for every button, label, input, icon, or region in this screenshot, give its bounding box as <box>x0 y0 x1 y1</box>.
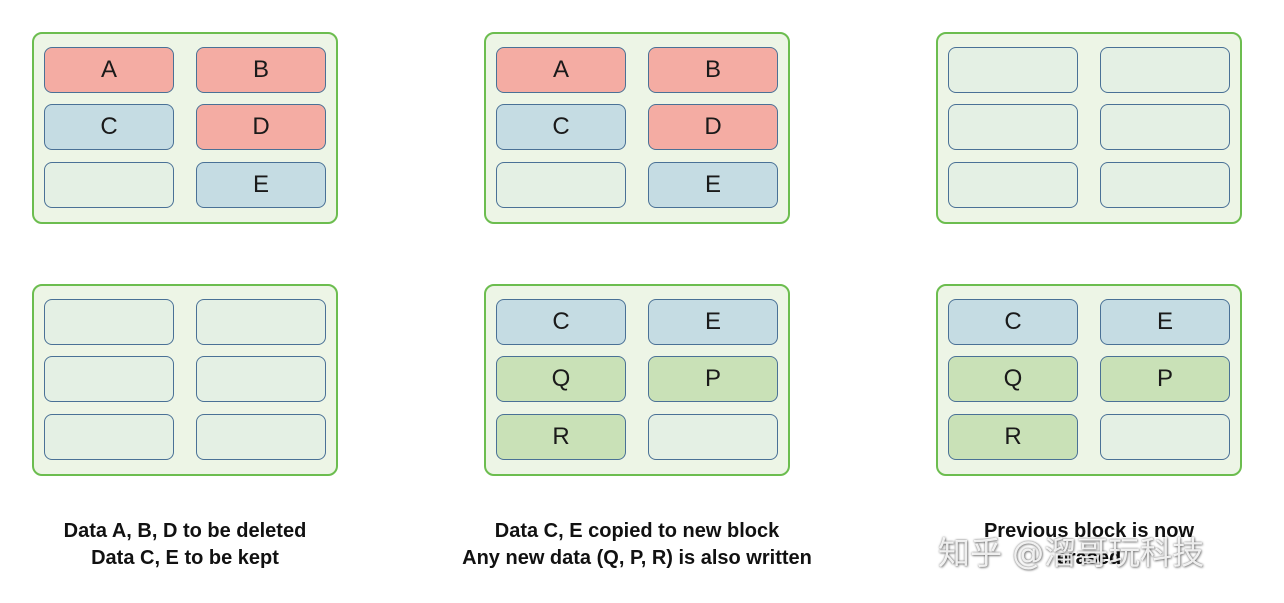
page-cell: D <box>196 104 326 150</box>
page-cell <box>44 414 174 460</box>
page-cell: Q <box>496 356 626 402</box>
page-cell: C <box>496 299 626 345</box>
page-cell <box>1100 414 1230 460</box>
page-cell: Q <box>948 356 1078 402</box>
caption-line: Data C, E to be kept <box>91 547 279 569</box>
page-cell: A <box>44 47 174 93</box>
flash-block-step3-erased <box>936 32 1242 224</box>
page-cell <box>948 104 1078 150</box>
page-cell: C <box>496 104 626 150</box>
caption-line: Data C, E copied to new block <box>494 520 780 542</box>
page-cell <box>44 356 174 402</box>
page-cell: D <box>648 104 778 150</box>
page-cell: C <box>44 104 174 150</box>
page-cell: E <box>196 162 326 208</box>
page-cell <box>196 299 326 345</box>
page-cell: P <box>1100 356 1230 402</box>
page-cell: B <box>196 47 326 93</box>
page-cell <box>1100 47 1230 93</box>
step2-caption: Data C, E copied to new block Any new da… <box>427 518 847 572</box>
page-cell <box>948 47 1078 93</box>
caption-line: Any new data (Q, P, R) is also written <box>462 547 812 569</box>
page-cell <box>496 162 626 208</box>
page-cell: E <box>648 162 778 208</box>
page-cell: E <box>648 299 778 345</box>
page-cell <box>1100 162 1230 208</box>
flash-block-step3-new: C E Q P R <box>936 284 1242 476</box>
page-cell <box>196 414 326 460</box>
step3-caption: Previous block is now erased <box>879 518 1284 572</box>
flash-block-step1-old: A B C D E <box>32 32 338 224</box>
flash-block-step1-new <box>32 284 338 476</box>
page-cell <box>648 414 778 460</box>
page-cell <box>196 356 326 402</box>
flash-block-step2-new: C E Q P R <box>484 284 790 476</box>
page-cell <box>44 162 174 208</box>
page-cell: R <box>948 414 1078 460</box>
step1-caption: Data A, B, D to be deleted Data C, E to … <box>0 518 395 572</box>
page-cell: P <box>648 356 778 402</box>
page-cell: C <box>948 299 1078 345</box>
page-cell: R <box>496 414 626 460</box>
caption-line: erased <box>1056 547 1122 569</box>
page-cell <box>948 162 1078 208</box>
flash-block-step2-old: A B C D E <box>484 32 790 224</box>
page-cell: B <box>648 47 778 93</box>
caption-line: Previous block is now <box>983 520 1195 542</box>
page-cell <box>1100 104 1230 150</box>
page-cell: A <box>496 47 626 93</box>
watermark: 知乎 @溜哥玩科技 <box>938 534 1205 572</box>
caption-line: Data A, B, D to be deleted <box>63 520 307 542</box>
page-cell <box>44 299 174 345</box>
page-cell: E <box>1100 299 1230 345</box>
